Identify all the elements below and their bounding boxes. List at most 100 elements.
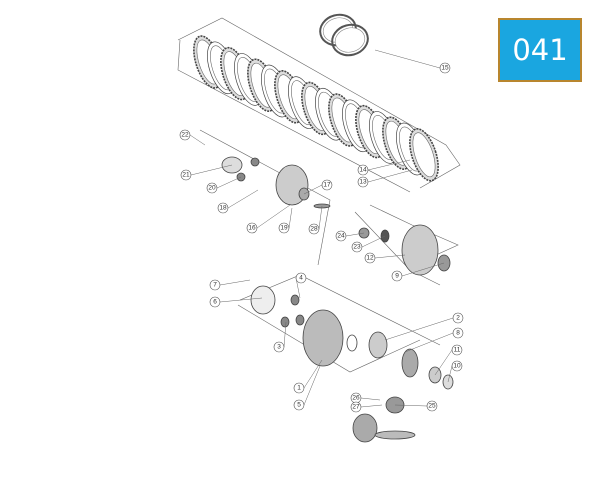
leader-line [404, 332, 454, 353]
callout-27: 27 [350, 401, 383, 413]
callout-26: 26 [350, 392, 381, 404]
callout-circle [273, 341, 285, 353]
clutch-basket [401, 224, 439, 276]
callout-4: 4 [295, 272, 307, 299]
callout-label: 18 [219, 205, 227, 212]
callout-label: 21 [182, 172, 190, 179]
leader-line [295, 277, 301, 299]
callout-circle [293, 382, 305, 394]
callout-15: 15 [374, 49, 451, 74]
leader-line [189, 134, 206, 146]
leader-line [219, 279, 251, 286]
callout-label: 9 [395, 273, 399, 280]
clutch-plates [193, 13, 439, 182]
callout-label: 16 [248, 225, 256, 232]
leader-line [367, 169, 413, 183]
callout-label: 7 [213, 282, 217, 289]
callout-11: 11 [434, 344, 463, 376]
callout-label: 3 [277, 344, 281, 351]
page-number-badge: 041 [498, 18, 582, 82]
callout-10: 10 [447, 360, 463, 383]
leader-line [219, 297, 263, 303]
leader-line [447, 365, 453, 383]
callout-28: 28 [308, 205, 323, 235]
leader-line [256, 204, 291, 229]
callout-circle [180, 169, 192, 181]
callout-9: 9 [391, 262, 445, 282]
callout-circle [439, 62, 451, 74]
callout-6: 6 [209, 296, 263, 308]
callout-label: 27 [352, 404, 360, 411]
callout-circle [350, 401, 362, 413]
callout-label: 14 [359, 167, 367, 174]
callout-13: 13 [357, 169, 413, 188]
callout-label: 1 [297, 385, 301, 392]
callout-circle [321, 179, 333, 191]
callout-circle [391, 270, 403, 282]
callout-label: 19 [280, 225, 288, 232]
callout-12: 12 [364, 252, 406, 264]
callout-17: 17 [303, 179, 333, 195]
callout-label: 13 [359, 179, 367, 186]
primary-gear [302, 309, 344, 367]
callout-label: 17 [323, 182, 331, 189]
damper [280, 316, 290, 328]
callout-1: 1 [293, 359, 323, 394]
callout-label: 28 [310, 226, 318, 233]
callout-circle [335, 230, 347, 242]
callout-circle [278, 222, 290, 234]
callout-circle [209, 296, 221, 308]
leader-line [303, 359, 323, 389]
leader-line [303, 184, 323, 195]
callout-circle [451, 360, 463, 372]
leader-line [367, 159, 411, 171]
leader-line [401, 262, 445, 277]
leader-line [384, 317, 454, 341]
callout-circle [357, 176, 369, 188]
callout-18: 18 [217, 189, 259, 214]
shaft-gear [352, 413, 378, 443]
damper-plate [250, 285, 276, 315]
callout-22: 22 [179, 129, 206, 146]
seal-ring [346, 334, 358, 352]
callout-8: 8 [404, 327, 464, 353]
callout-14: 14 [357, 159, 411, 176]
callout-label: 2 [456, 315, 460, 322]
callout-label: 4 [299, 275, 303, 282]
leader-line [434, 349, 453, 376]
callout-24: 24 [335, 230, 365, 242]
callout-circle [179, 129, 191, 141]
callout-circle [293, 399, 305, 411]
leader-line [394, 404, 428, 407]
leader-line [288, 207, 293, 229]
callout-label: 25 [428, 403, 436, 410]
callout-3: 3 [273, 321, 287, 353]
callout-label: 20 [208, 185, 216, 192]
callout-25: 25 [394, 400, 438, 412]
callout-label: 6 [213, 299, 217, 306]
leader-line [360, 397, 381, 401]
clutch-plate [409, 128, 439, 182]
spring [250, 157, 260, 167]
damper [295, 314, 305, 326]
leader-line [318, 205, 323, 230]
callout-23: 23 [351, 235, 386, 253]
callout-16: 16 [246, 204, 291, 234]
callout-21: 21 [180, 164, 233, 181]
hub [368, 331, 388, 359]
callout-label: 22 [181, 132, 189, 139]
callout-7: 7 [209, 279, 251, 291]
parts [221, 156, 454, 443]
leader-line [216, 176, 242, 189]
leader-line [303, 365, 321, 406]
callout-circle [209, 279, 221, 291]
callout-5: 5 [293, 365, 321, 411]
leader-line [361, 235, 386, 248]
callout-circle [357, 164, 369, 176]
callout-2: 2 [384, 312, 464, 341]
callout-label: 11 [454, 347, 461, 354]
callout-label: 8 [456, 330, 460, 337]
leader-line [227, 189, 259, 209]
callout-circle [364, 252, 376, 264]
